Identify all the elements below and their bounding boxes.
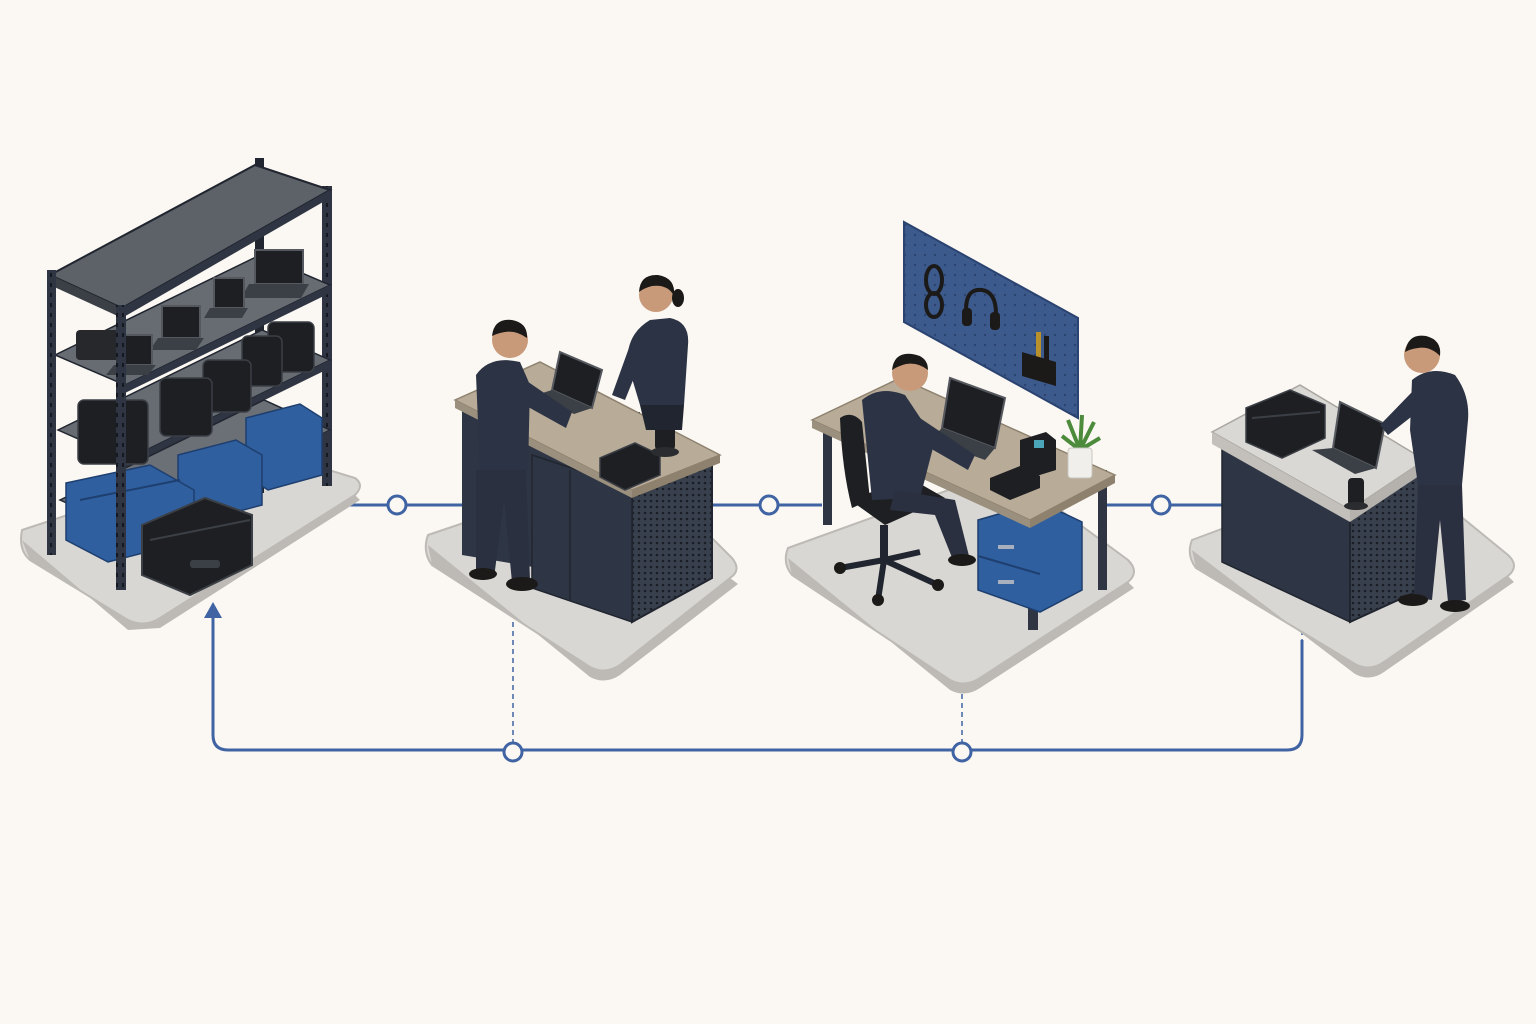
return-arrow-head-icon — [204, 602, 222, 618]
seated-technician — [862, 353, 976, 566]
pegboard-icon — [903, 220, 1079, 420]
cable-coil-icon — [924, 264, 944, 319]
flow-nodes — [386, 494, 1172, 763]
station-dispatch — [1188, 335, 1515, 678]
flow-connectors — [204, 503, 1304, 752]
flow-node-3 — [1150, 494, 1172, 516]
staff-member-man-checkin — [469, 319, 572, 591]
dispatch-technician — [1380, 335, 1470, 612]
dispatch-laptop-icon — [1312, 400, 1387, 474]
flow-node-4 — [502, 741, 524, 763]
flow-node-1 — [386, 494, 408, 516]
dispatch-case-icon — [1245, 389, 1326, 459]
return-flow-line — [211, 612, 1304, 752]
plant-icon — [1060, 414, 1102, 479]
handover-laptop-icon — [536, 350, 604, 414]
tool-cup-icon — [1022, 332, 1056, 386]
floor-case-icon — [141, 496, 253, 597]
dispatch-scanner-icon — [1344, 478, 1368, 510]
equipment-cases-icon — [77, 321, 315, 465]
label-printer-icon — [1020, 432, 1056, 478]
small-case-icon — [599, 442, 661, 491]
headphones-icon — [962, 287, 1000, 330]
station-service — [784, 220, 1135, 694]
flow-node-5 — [951, 741, 973, 763]
station-check-in — [424, 274, 738, 681]
station-storage — [20, 158, 361, 630]
staff-member-woman — [612, 274, 689, 430]
flow-node-2 — [758, 494, 780, 516]
laptop-stock-icons — [76, 249, 309, 375]
